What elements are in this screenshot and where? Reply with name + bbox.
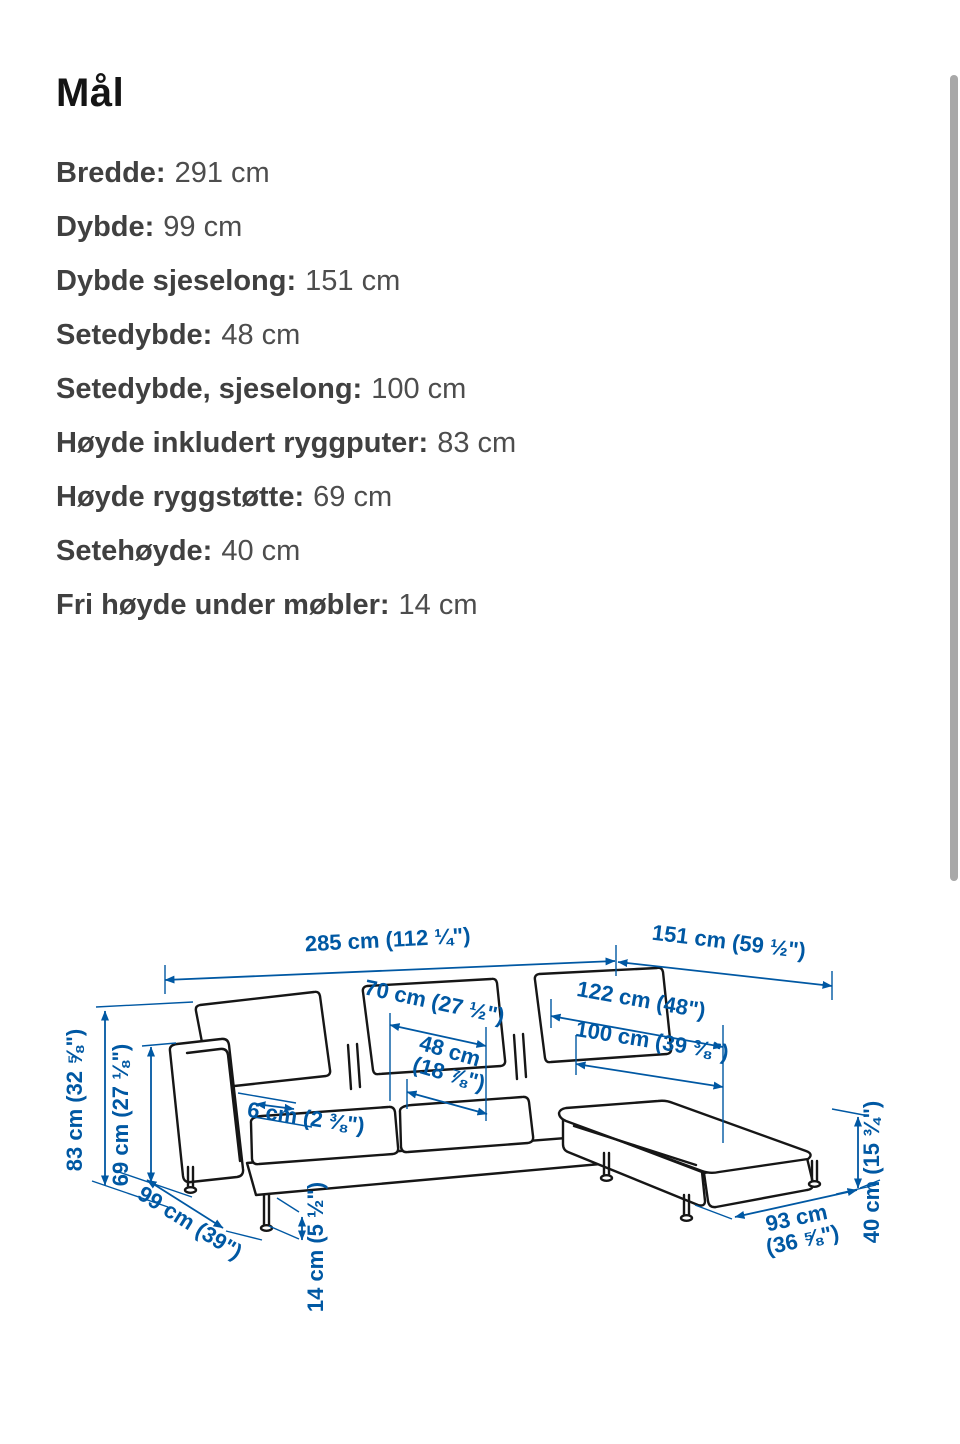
measure-label: Høyde ryggstøtte: [56, 481, 305, 513]
measure-label: Høyde inkludert ryggputer: [56, 427, 429, 459]
measure-row-fri-hoyde: Fri høyde under møbler:14 cm [56, 578, 856, 632]
dim-height-total: 83 cm (32 ⅝") [62, 1029, 87, 1172]
sofa-diagram-svg: 285 cm (112 ¼") 151 cm (59 ½") 70 cm (27… [62, 920, 884, 1312]
measure-value: 48 cm [221, 319, 301, 351]
measure-label: Dybde sjeselong: [56, 265, 297, 297]
dim-seat-height: 40 cm (15 ¾") [859, 1101, 884, 1244]
measure-row-dybde: Dybde:99 cm [56, 200, 856, 254]
sofa-outline [168, 966, 822, 1233]
measure-value: 69 cm [313, 481, 393, 513]
measure-row-bredde: Bredde:291 cm [56, 146, 856, 200]
measure-row-setedybde-sjeselong: Setedybde, sjeselong:100 cm [56, 362, 856, 416]
measurements-list: Bredde:291 cm Dybde:99 cm Dybde sjeselon… [56, 146, 856, 632]
scrollbar-thumb[interactable] [950, 75, 958, 881]
measure-value: 99 cm [163, 211, 243, 243]
dim-clearance-under: 14 cm (5 ½") [303, 1182, 328, 1312]
measure-label: Setedybde, sjeselong: [56, 373, 363, 405]
measure-value: 151 cm [305, 265, 401, 297]
measure-label: Bredde: [56, 157, 166, 189]
measure-row-dybde-sjeselong: Dybde sjeselong:151 cm [56, 254, 856, 308]
measure-row-hoyde-ryggstotte: Høyde ryggstøtte:69 cm [56, 470, 856, 524]
dim-chaise-depth-total: 151 cm (59 ½") [651, 920, 808, 964]
dim-width-total: 285 cm (112 ¼") [304, 923, 471, 957]
dim-back-height: 69 cm (27 ⅛") [108, 1044, 133, 1187]
measure-value: 83 cm [437, 427, 517, 459]
measure-label: Setehøyde: [56, 535, 213, 567]
measure-row-setehoyde: Setehøyde:40 cm [56, 524, 856, 578]
measure-row-hoyde-ryggputer: Høyde inkludert ryggputer:83 cm [56, 416, 856, 470]
measure-value: 40 cm [221, 535, 301, 567]
measure-label: Dybde: [56, 211, 155, 243]
measure-label: Setedybde: [56, 319, 213, 351]
measure-label: Fri høyde under møbler: [56, 589, 390, 621]
sofa-dimension-diagram: 285 cm (112 ¼") 151 cm (59 ½") 70 cm (27… [50, 895, 910, 1340]
measure-value: 100 cm [371, 373, 467, 405]
page-title: Mål [56, 70, 125, 115]
measure-value: 14 cm [398, 589, 478, 621]
measure-value: 291 cm [174, 157, 270, 189]
dimension-arrows [101, 957, 862, 1241]
measure-row-setedybde: Setedybde:48 cm [56, 308, 856, 362]
